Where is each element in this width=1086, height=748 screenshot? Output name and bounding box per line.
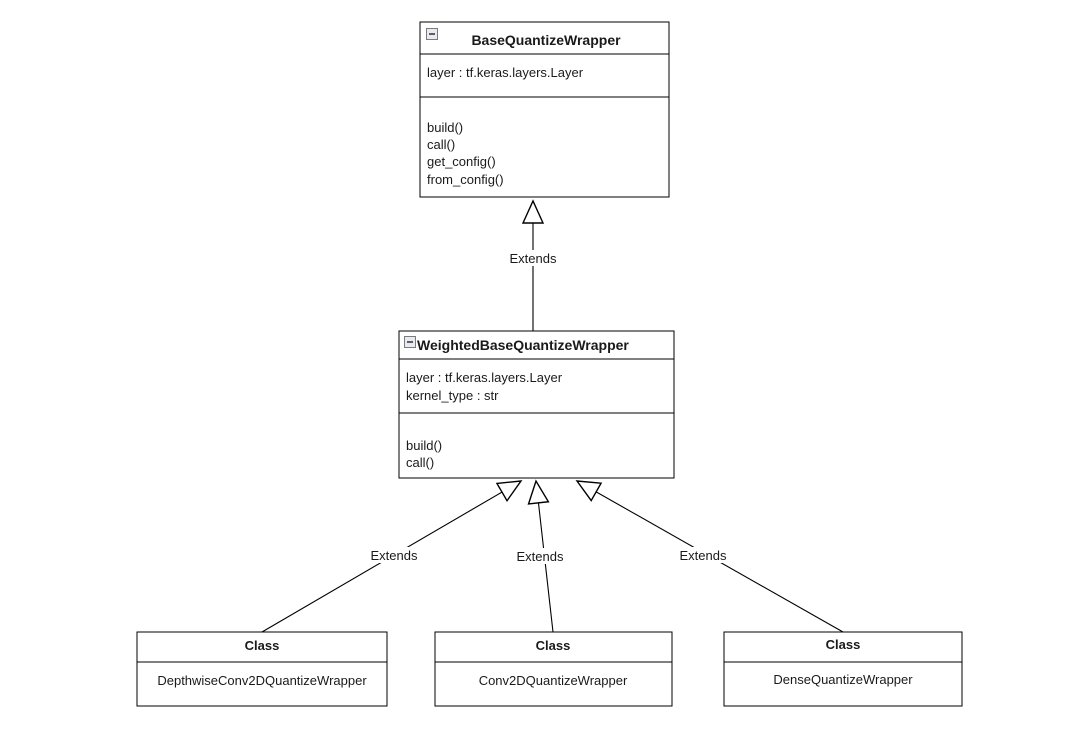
class-box[interactable] (723, 631, 963, 707)
class-title: Class (536, 638, 571, 653)
class-method: call() (427, 137, 455, 152)
collapse-icon[interactable] (426, 28, 438, 40)
class-name: DenseQuantizeWrapper (773, 672, 913, 687)
edge-label-text: Extends (680, 548, 727, 563)
class-title: Class (826, 637, 861, 652)
class-name: DepthwiseConv2DQuantizeWrapper (157, 673, 367, 688)
class-node-conv2d-quantize-wrapper[interactable]: Class Conv2DQuantizeWrapper (434, 631, 673, 707)
edge-label-text: Extends (510, 251, 557, 266)
class-method: call() (406, 455, 434, 470)
edge-label-weighted-extends-base: Extends (506, 250, 560, 266)
class-node-weighted-base-quantize-wrapper[interactable]: WeightedBaseQuantizeWrapper layer : tf.k… (398, 330, 675, 479)
class-method: from_config() (427, 172, 504, 187)
edge-label-depthwise-extends-weighted: Extends (367, 547, 421, 563)
class-method: build() (427, 120, 463, 135)
class-attribute: layer : tf.keras.layers.Layer (406, 370, 563, 385)
edge-label-text: Extends (371, 548, 418, 563)
class-attribute: layer : tf.keras.layers.Layer (427, 65, 584, 80)
class-title: WeightedBaseQuantizeWrapper (417, 337, 629, 353)
class-node-depthwise-conv2d-quantize-wrapper[interactable]: Class DepthwiseConv2DQuantizeWrapper (136, 631, 388, 707)
class-name: Conv2DQuantizeWrapper (479, 673, 628, 688)
class-box[interactable] (434, 631, 673, 707)
class-method: build() (406, 438, 442, 453)
collapse-icon[interactable] (404, 336, 416, 348)
class-title: BaseQuantizeWrapper (471, 32, 621, 48)
edge-label-conv2d-extends-weighted: Extends (513, 548, 567, 564)
class-title: Class (245, 638, 280, 653)
class-node-base-quantize-wrapper[interactable]: BaseQuantizeWrapper layer : tf.keras.lay… (419, 21, 670, 198)
class-box[interactable] (398, 330, 675, 479)
class-box[interactable] (419, 21, 670, 198)
class-method: get_config() (427, 154, 496, 169)
class-box[interactable] (136, 631, 388, 707)
class-attribute: kernel_type : str (406, 388, 499, 403)
edge-label-text: Extends (517, 549, 564, 564)
class-node-dense-quantize-wrapper[interactable]: Class DenseQuantizeWrapper (723, 631, 963, 707)
edge-label-dense-extends-weighted: Extends (676, 547, 730, 563)
